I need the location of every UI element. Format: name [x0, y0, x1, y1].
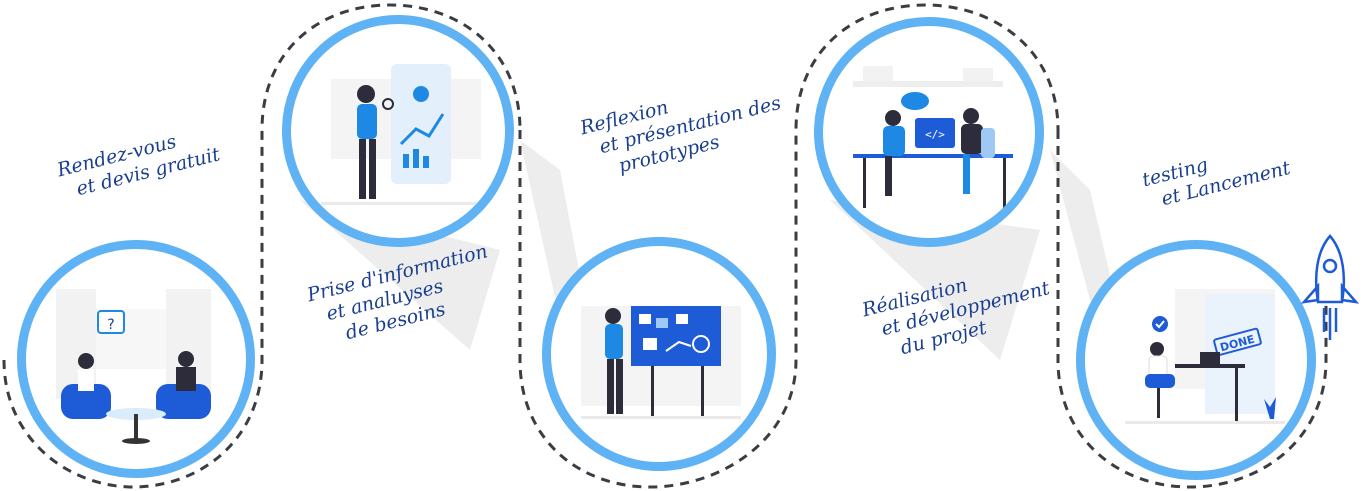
rocket-icon [1300, 234, 1360, 340]
step-1-circle: ? [17, 240, 255, 478]
step-5-circle: DONE [1076, 240, 1316, 480]
shadow-1 [300, 200, 500, 350]
step-2-circle [282, 15, 514, 247]
done-illustration: DONE [1125, 289, 1285, 424]
meeting-illustration: ? [56, 289, 211, 444]
whiteboard-illustration [581, 306, 741, 419]
shadow-3 [830, 200, 1040, 360]
dashed-loop-3 [1056, 130, 1328, 489]
step-4-circle: </> [814, 17, 1044, 247]
developers-illustration: </> [853, 66, 1013, 208]
analysis-illustration [321, 64, 481, 205]
dashed-loop-2 [518, 3, 1060, 489]
dashed-loop-1 [2, 3, 522, 489]
svg-text:</>: </> [925, 128, 945, 141]
svg-text:?: ? [107, 317, 114, 333]
step-3-circle [542, 237, 776, 471]
